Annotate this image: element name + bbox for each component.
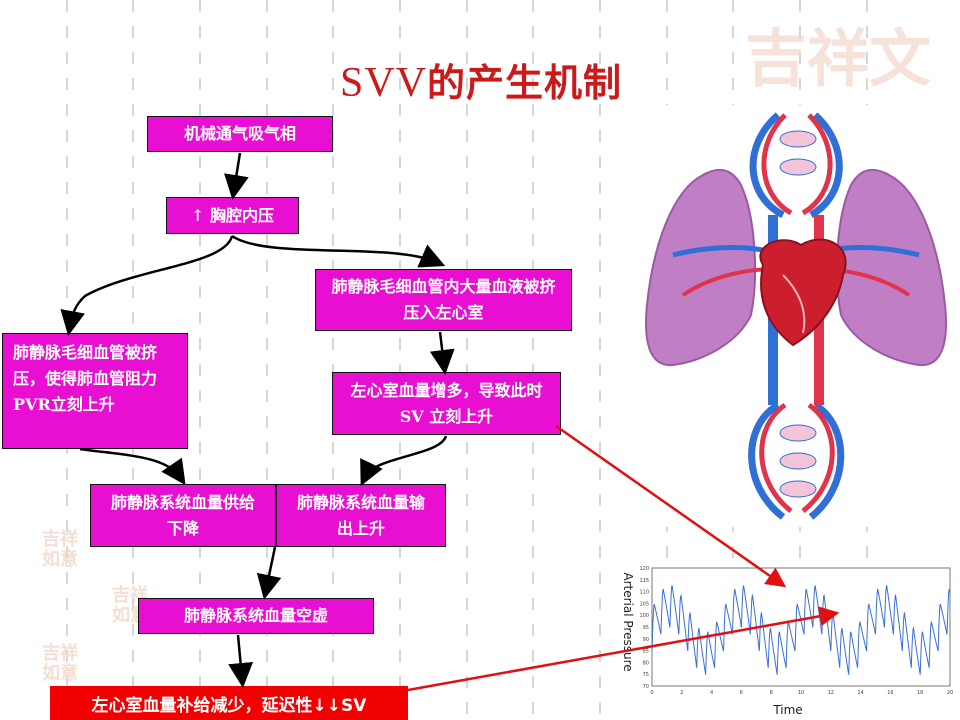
x-tick-label: 18: [917, 690, 923, 696]
x-tick-label: 20: [947, 690, 953, 696]
y-tick-label: 110: [639, 590, 649, 596]
y-tick-label: 75: [643, 672, 649, 678]
watermark-logo-small: 吉祥如意: [42, 643, 78, 684]
title-cjk: 的产生机制: [427, 60, 623, 105]
y-tick-label: 105: [639, 601, 649, 607]
x-tick-label: 6: [740, 690, 743, 696]
box-thoracic-pressure: ↑ 胸腔内压: [166, 197, 299, 234]
watermark-logo: 吉祥文: [745, 22, 932, 95]
y-tick-label: 100: [639, 613, 649, 619]
box-ventilation: 机械通气吸气相: [147, 116, 333, 152]
y-tick-label: 90: [643, 637, 649, 643]
x-tick-label: 14: [857, 690, 863, 696]
plot-area: [651, 567, 951, 687]
y-tick-label: 70: [643, 684, 649, 690]
box-sv-delayed-drop: 左心室血量补给减少，延迟性↓↓SV: [50, 686, 408, 720]
y-tick-label: 115: [639, 578, 649, 584]
x-tick-label: 16: [887, 690, 893, 696]
y-tick-label: 80: [643, 660, 649, 666]
title-latin: SVV: [340, 60, 428, 106]
box-capillary-squeeze: 肺静脉毛细血管内大量血液被挤压入左心室: [315, 269, 572, 331]
box-lv-increase: 左心室血量增多，导致此时 SV 立刻上升: [332, 372, 561, 435]
y-tick-label: 95: [643, 625, 649, 631]
box-output-rise: 肺静脉系统血量输出上升: [276, 484, 446, 547]
box-pvr-rise: 肺静脉毛细血管被挤压，使得肺血管阻力 PVR立刻上升: [2, 333, 188, 449]
x-tick-label: 12: [828, 690, 834, 696]
x-tick-label: 8: [770, 690, 773, 696]
x-tick-label: 4: [710, 690, 713, 696]
box-empty: 肺静脉系统血量空虚: [138, 598, 374, 634]
heart-lung-circulation-illustration: [633, 105, 960, 527]
x-axis-label: Time: [772, 703, 802, 717]
box-supply-drop: 肺静脉系统血量供给下降: [90, 484, 276, 547]
y-tick-label: 85: [643, 649, 649, 655]
watermark-logo-small: 吉祥如意: [42, 529, 78, 570]
y-tick-label: 120: [639, 566, 649, 572]
x-tick-label: 0: [650, 690, 653, 696]
page-title: SVV的产生机制: [340, 52, 622, 107]
x-tick-label: 2: [680, 690, 683, 696]
x-tick-label: 10: [798, 690, 804, 696]
arterial-pressure-chart: 120 115 110 105 100 95 90 85 80 75 70 0 2 4 6 8 10 12 14 1…: [612, 562, 960, 720]
y-axis-label: Arterial Pressure: [621, 572, 635, 671]
